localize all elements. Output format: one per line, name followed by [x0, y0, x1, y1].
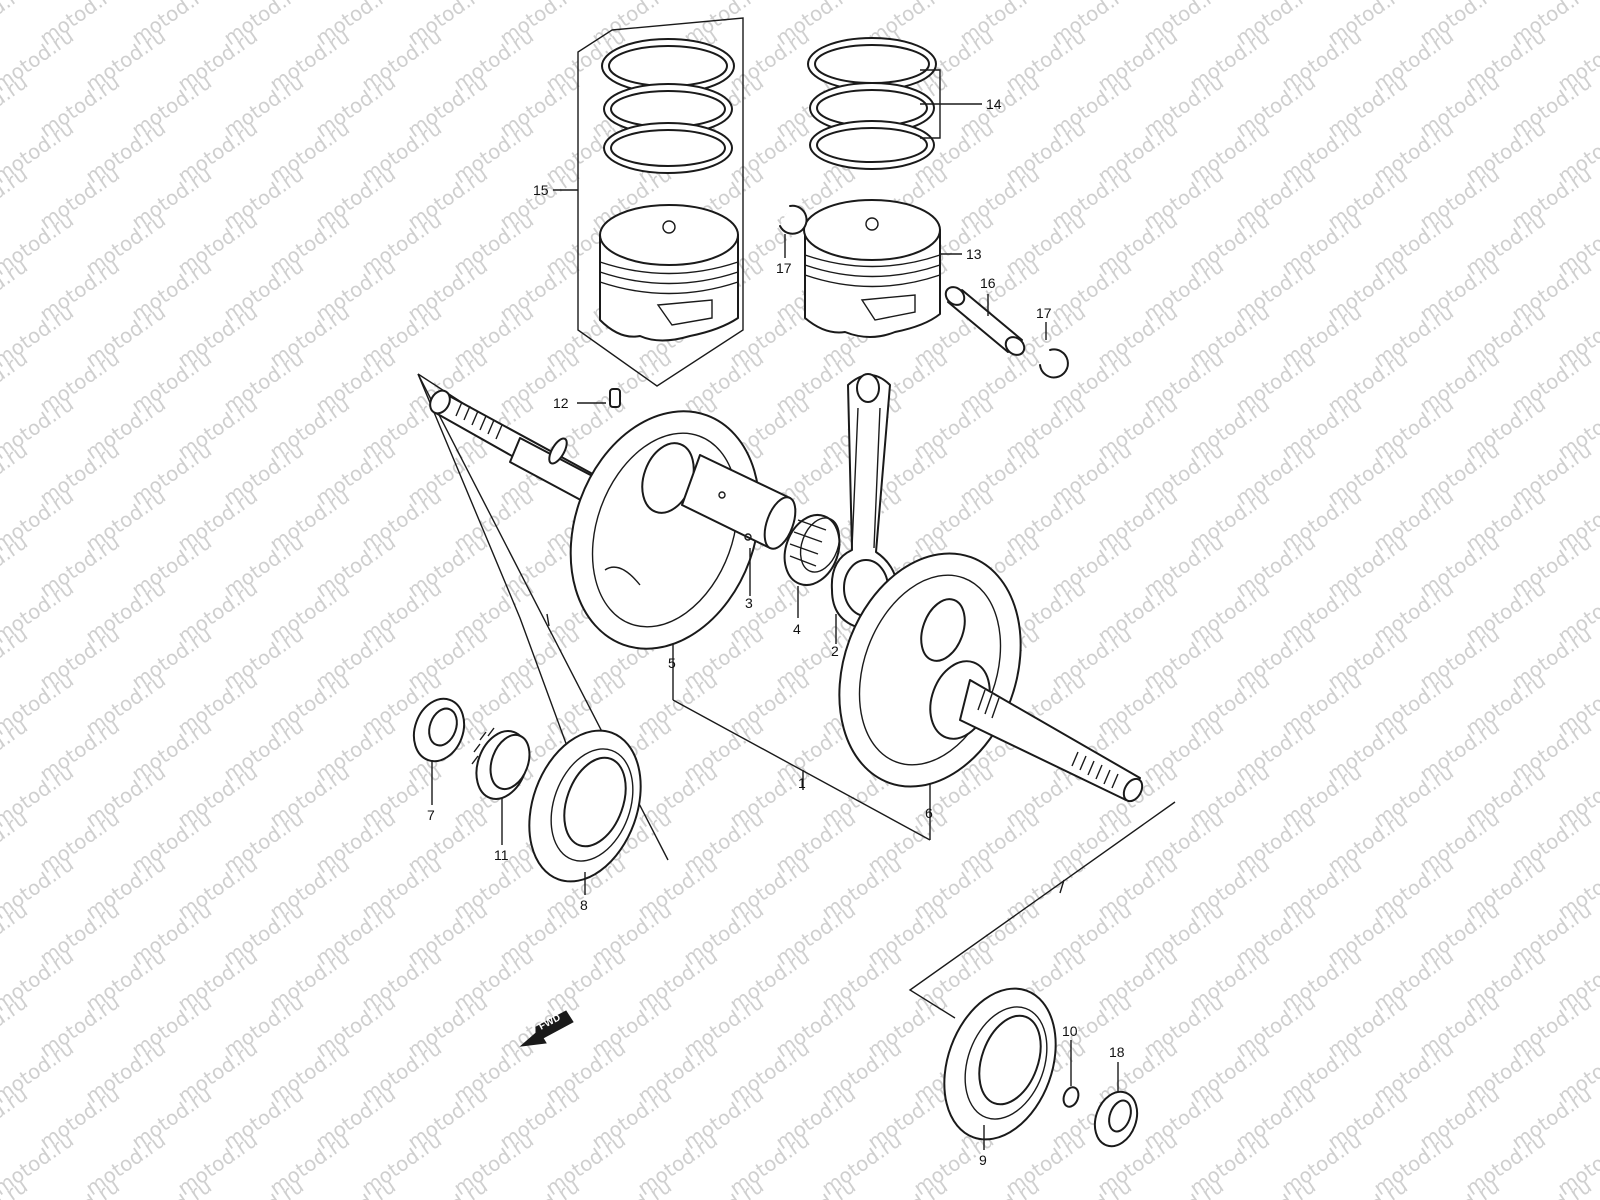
callout-14: 14 [986, 96, 1002, 112]
oil-seal-18 [1093, 1090, 1139, 1148]
watermark-text: motod.ru [311, 1174, 400, 1200]
callout-6: 6 [925, 805, 933, 821]
watermark-text: motod.ru [0, 70, 32, 142]
piston-13 [803, 199, 941, 338]
watermark-text: motod.ru [771, 1174, 860, 1200]
watermark-text: motod.ru [0, 438, 32, 510]
callout-8: 8 [580, 897, 588, 913]
piston-kit-frame [577, 17, 744, 387]
watermark-text: motod.ru [0, 990, 32, 1062]
crank-pin-3 [681, 454, 797, 550]
watermark-text: motod.ru [0, 254, 32, 326]
callout-15: 15 [533, 182, 549, 198]
watermark-text: motod.ru [403, 1174, 492, 1200]
right-crankshaft-shaft [959, 679, 1144, 803]
watermark-text: motod.ru [955, 1174, 1044, 1200]
watermark-text: motod.ru [0, 898, 32, 970]
watermark-text: motod.ru [0, 1082, 32, 1154]
watermark-text: motod.ru [0, 530, 32, 602]
leader-14 [920, 69, 982, 139]
watermark-text: motod.ru [1139, 1174, 1228, 1200]
watermark-text: motod.ru [0, 714, 32, 786]
bracket-line-5-to-1 [672, 699, 931, 841]
callout-3: 3 [745, 595, 753, 611]
needle-bearing-4 [783, 514, 841, 586]
kit-piston-rings [601, 38, 735, 174]
bearing-7 [412, 697, 466, 763]
bearing-9 [943, 987, 1057, 1141]
watermark-text: motod.ru [587, 1174, 676, 1200]
callout-10: 10 [1062, 1023, 1078, 1039]
watermark-text: motod.ru [0, 346, 32, 418]
watermark-text: motod.ru [35, 1174, 124, 1200]
watermark-text: motod.ru [1047, 1174, 1136, 1200]
watermark-text: motod.ru [0, 622, 32, 694]
watermark-text: motod.ru [0, 0, 32, 50]
callout-17-right: 17 [1036, 305, 1052, 321]
watermark-text: motod.ru [219, 1174, 308, 1200]
watermark-text: motod.ru [1231, 1174, 1320, 1200]
callout-7: 7 [427, 807, 435, 823]
watermark-text: motod.ru [127, 1174, 216, 1200]
watermark-text: motod.ru [1323, 1174, 1412, 1200]
callout-1: 1 [798, 775, 806, 791]
callout-17-left: 17 [776, 260, 792, 276]
bearing-8 [528, 729, 642, 883]
callout-9: 9 [979, 1152, 987, 1168]
watermark-text: motod.ru [1507, 1174, 1596, 1200]
timing-gear-11 [471, 727, 531, 800]
watermark-text: motod.ru [0, 162, 32, 234]
piston-rings-14 [807, 37, 937, 170]
callout-4: 4 [793, 621, 801, 637]
watermark-text: motod.ru [495, 1174, 584, 1200]
alignment-line-left [546, 613, 550, 627]
callout-18: 18 [1109, 1044, 1125, 1060]
callout-13: 13 [966, 246, 982, 262]
alignment-tick [1059, 879, 1065, 894]
callout-2: 2 [831, 643, 839, 659]
callout-11: 11 [494, 847, 509, 863]
piston-pin-16 [944, 286, 1026, 356]
callout-12: 12 [553, 395, 569, 411]
watermark-text: motod.ru [679, 1174, 768, 1200]
watermark-text: motod.ru [0, 806, 32, 878]
callout-16: 16 [980, 275, 996, 291]
piston-pin-circlip-left [779, 204, 808, 235]
watermark-text: motod.ru [1415, 1174, 1504, 1200]
crank-pin-12 [609, 388, 621, 408]
kit-piston [599, 204, 739, 342]
alignment-line-right [908, 801, 1176, 1019]
callout-5: 5 [668, 655, 676, 671]
piston-pin-circlip-right [1039, 348, 1069, 379]
o-ring-10 [1062, 1086, 1080, 1108]
watermark-text: motod.ru [863, 1174, 952, 1200]
